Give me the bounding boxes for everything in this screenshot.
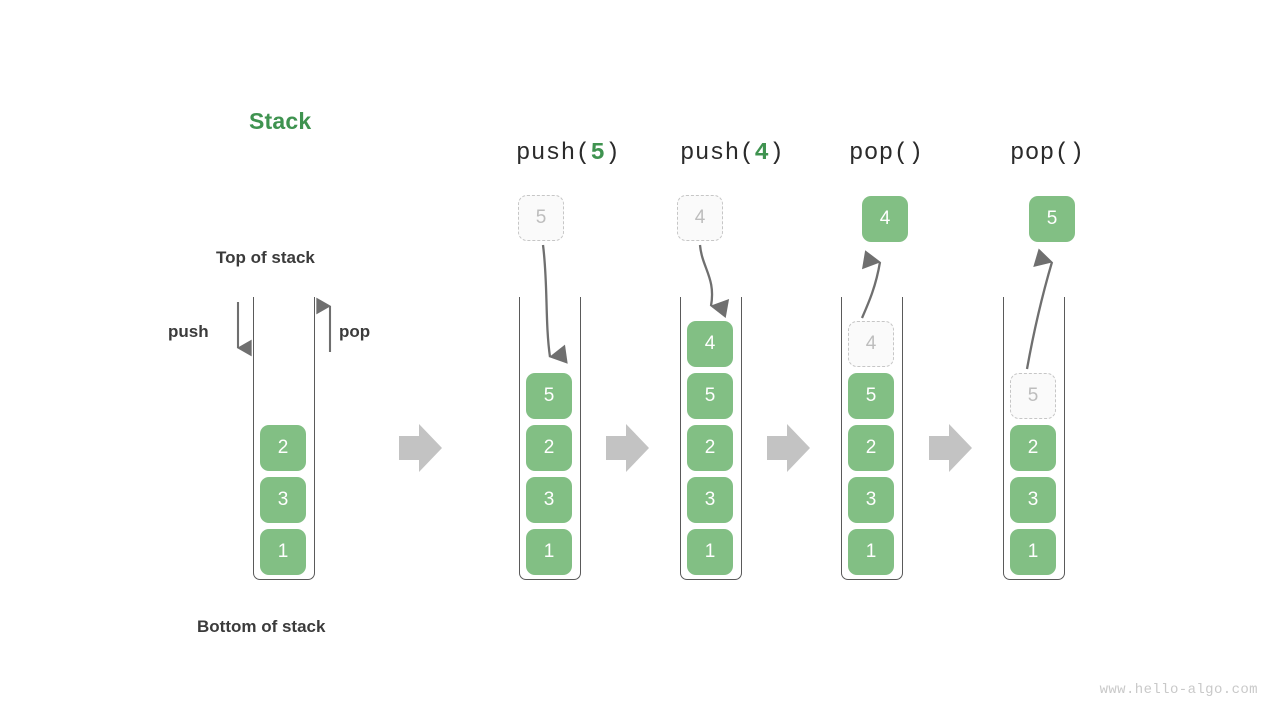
stack-cell: 5 — [687, 373, 733, 419]
page-title: Stack — [249, 108, 312, 134]
stack-cell: 4 — [687, 321, 733, 367]
stack-cell: 5 — [526, 373, 572, 419]
stack-cell: 2 — [848, 425, 894, 471]
stack-container-pop-1 — [841, 297, 903, 580]
op-header-push-5: push(5) — [516, 140, 620, 167]
label-pop: pop — [339, 322, 371, 341]
flow-arrow-4 — [929, 424, 972, 472]
stack-container-push-4 — [680, 297, 742, 580]
stack-cell: 2 — [687, 425, 733, 471]
label-bottom-of-stack: Bottom of stack — [197, 617, 326, 636]
op-header-pop-2-text: pop( — [1010, 140, 1070, 167]
stack-cell: 3 — [260, 477, 306, 523]
external-element-box: 4 — [677, 195, 723, 241]
stack-container-initial — [253, 297, 315, 580]
stack-cell-ghost: 5 — [1010, 373, 1056, 419]
watermark: www.hello-algo.com — [1099, 682, 1258, 698]
op-header-push-4-arg: 4 — [754, 140, 770, 167]
op-header-push-4-text: push( — [680, 140, 755, 167]
stack-cell: 2 — [260, 425, 306, 471]
op-header-pop-1: pop() — [849, 140, 924, 167]
op-header-pop-1-text: pop( — [849, 140, 909, 167]
stack-cell: 3 — [687, 477, 733, 523]
stack-cell: 2 — [526, 425, 572, 471]
external-element-box: 5 — [518, 195, 564, 241]
stack-cell: 5 — [848, 373, 894, 419]
stack-cell: 1 — [687, 529, 733, 575]
stack-container-pop-2 — [1003, 297, 1065, 580]
flow-arrow-2 — [606, 424, 649, 472]
op-header-push-5-arg: 5 — [590, 140, 606, 167]
stack-cell: 1 — [1010, 529, 1056, 575]
stack-cell: 3 — [526, 477, 572, 523]
op-header-push-5-close: ) — [605, 140, 621, 167]
flow-arrow-1 — [399, 424, 442, 472]
op-header-push-4: push(4) — [680, 140, 784, 167]
label-push: push — [168, 322, 209, 341]
stack-cell: 3 — [848, 477, 894, 523]
stack-cell: 1 — [526, 529, 572, 575]
flow-arrow-3 — [767, 424, 810, 472]
op-header-push-4-close: ) — [769, 140, 785, 167]
popped-element-box: 4 — [862, 196, 908, 242]
op-header-pop-2-close: ) — [1069, 140, 1085, 167]
op-header-push-5-text: push( — [516, 140, 591, 167]
stack-cell-ghost: 4 — [848, 321, 894, 367]
label-top-of-stack: Top of stack — [216, 248, 315, 267]
stack-cell: 2 — [1010, 425, 1056, 471]
op-header-pop-1-close: ) — [908, 140, 924, 167]
stack-cell: 3 — [1010, 477, 1056, 523]
popped-element-box: 5 — [1029, 196, 1075, 242]
stack-cell: 1 — [260, 529, 306, 575]
stack-cell: 1 — [848, 529, 894, 575]
stack-container-push-5 — [519, 297, 581, 580]
op-header-pop-2: pop() — [1010, 140, 1085, 167]
